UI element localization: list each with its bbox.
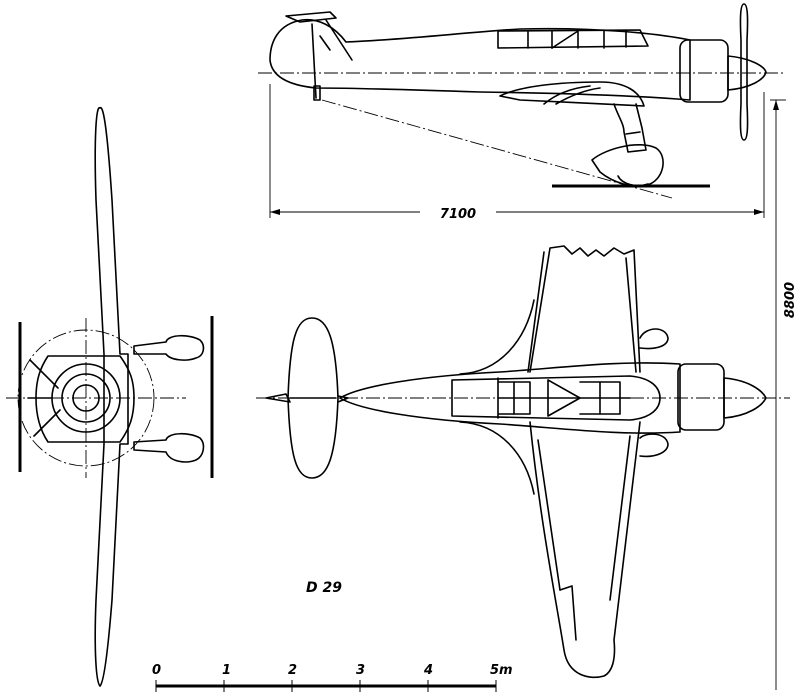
scale-label-0: 0 — [152, 663, 161, 678]
plan-canopy — [451, 375, 661, 421]
side-canopy — [497, 29, 649, 49]
plan-view — [256, 245, 790, 679]
plan-gear-right — [639, 433, 669, 458]
side-cowling — [679, 39, 729, 103]
side-wing — [499, 81, 645, 107]
plan-fuselage — [339, 362, 681, 434]
scale-label-4: 4 — [423, 663, 433, 678]
side-stabilizer — [285, 11, 337, 23]
plan-gear-left — [639, 328, 669, 350]
aircraft-designation: D 29 — [306, 580, 342, 596]
length-dimension-label: 7100 — [440, 207, 476, 222]
plan-wing-upper — [529, 245, 641, 373]
front-wing — [94, 107, 129, 687]
plan-tailplane — [287, 317, 339, 479]
scale-label-1: 1 — [222, 663, 231, 678]
front-gear-upper — [133, 334, 205, 361]
side-propeller — [739, 3, 749, 141]
length-dimension: 7100 — [269, 84, 765, 222]
span-dimension-label: 8800 — [783, 282, 798, 318]
front-fuselage — [35, 355, 135, 443]
scale-label-3: 3 — [356, 663, 365, 678]
side-gear-leg — [613, 103, 647, 153]
side-view: 7100 — [258, 3, 785, 222]
front-gear-lower — [133, 432, 205, 463]
side-fuselage — [269, 18, 691, 101]
span-dimension: 8800 — [770, 99, 798, 690]
scale-label-5: 5m — [490, 663, 513, 678]
plan-spinner — [723, 377, 767, 419]
plan-wing-lower — [529, 421, 641, 679]
side-wheel-spat — [591, 144, 664, 187]
side-spinner — [727, 55, 767, 91]
plan-cowling — [677, 363, 725, 431]
front-view — [6, 107, 214, 687]
scale-bar: 0 1 2 3 4 5m — [152, 663, 513, 692]
scale-label-2: 2 — [288, 663, 297, 678]
